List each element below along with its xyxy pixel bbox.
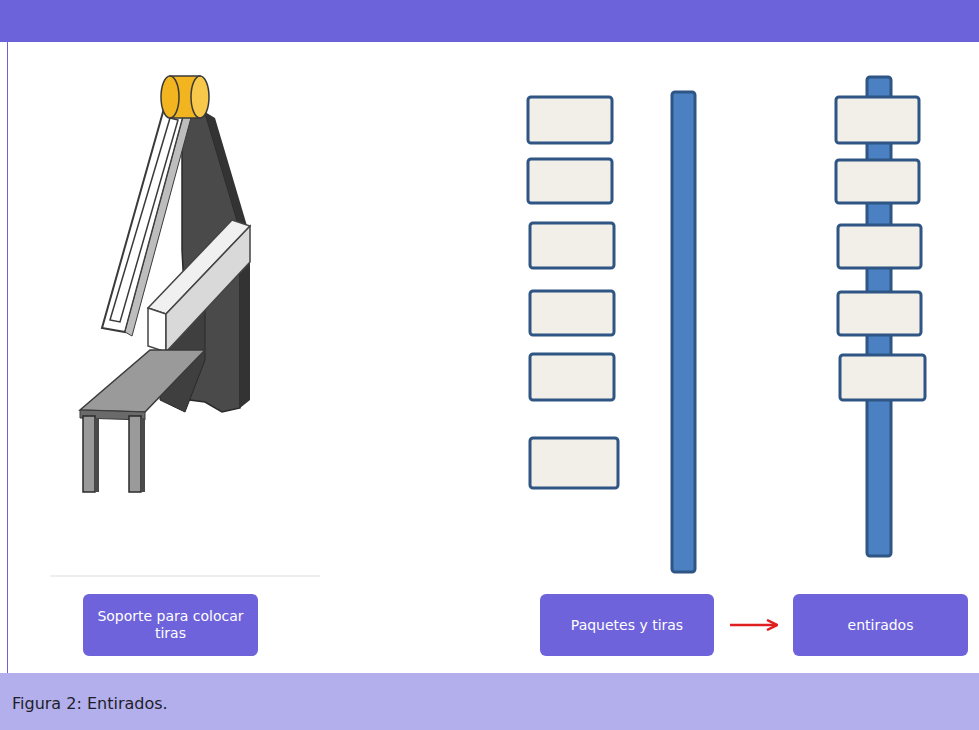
button-label: Soporte para colocar tiras: [93, 608, 248, 642]
header-bar: [0, 0, 979, 42]
label-button: Paquetes y tiras: [540, 594, 714, 656]
packets-and-strip: [528, 92, 695, 572]
strip-holder: [80, 76, 250, 492]
button-label: Paquetes y tiras: [571, 617, 683, 634]
faint-line: [50, 575, 320, 577]
flow-arrow: [730, 624, 777, 627]
stripped-packets: [836, 77, 925, 556]
label-button: entirados: [793, 594, 968, 656]
label-button: Soporte para colocar tiras: [83, 594, 258, 656]
frame-line: [7, 42, 8, 673]
button-label: entirados: [848, 617, 914, 634]
figure-caption: Figura 2: Entirados.: [12, 694, 168, 713]
